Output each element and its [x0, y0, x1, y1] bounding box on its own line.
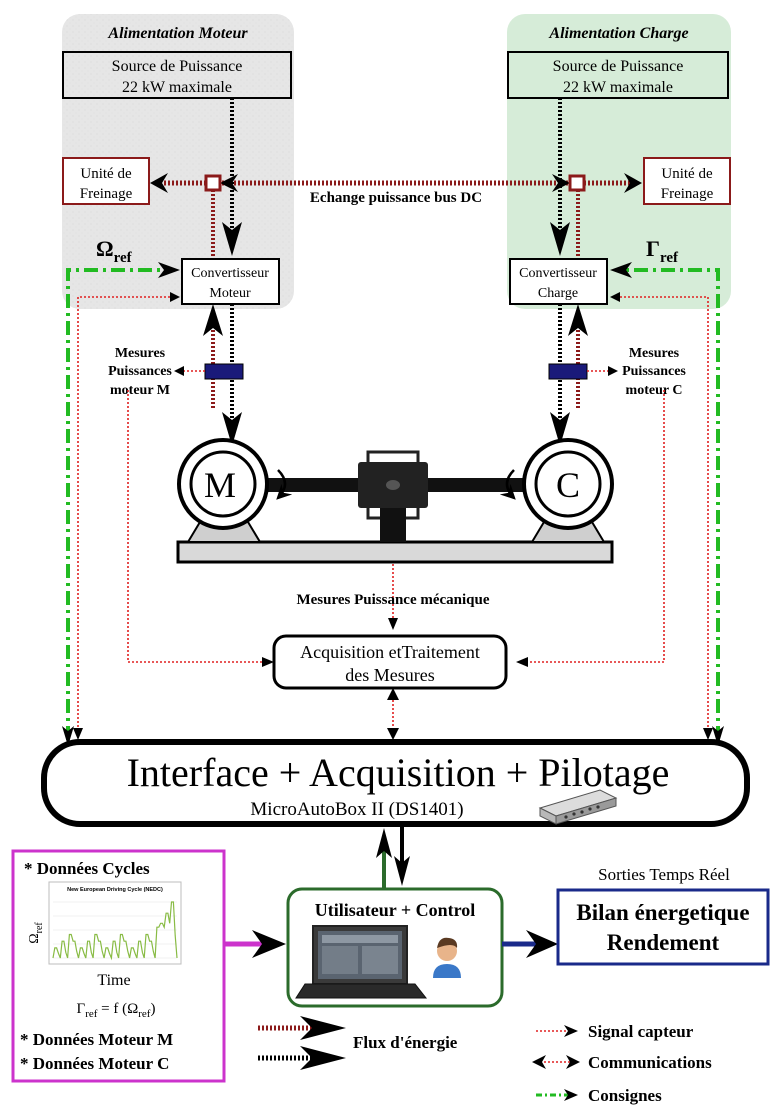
formula-arg-subscript: ref — [138, 1008, 151, 1020]
legend-energy-flow: Flux d'énergie — [258, 1016, 458, 1070]
motor-c-data: * Données Moteur C — [20, 1054, 169, 1073]
legend-sensor-signal: Signal capteur — [536, 1022, 694, 1041]
braking-unit-load-line1: Unité de — [661, 166, 713, 182]
power-sensor-load — [548, 363, 588, 380]
braking-unit-load: Unité de Freinage — [643, 157, 731, 205]
realtime-outputs-label: Sorties Temps Réel — [598, 865, 730, 884]
motor-supply-title: Alimentation Moteur — [107, 25, 248, 42]
machine-bench — [176, 450, 614, 564]
interface-box: Interface + Acquisition + Pilotage Micro… — [41, 739, 750, 827]
mini-chart-x-label: Time — [97, 972, 130, 989]
energy-flow-source-to-converter — [211, 98, 580, 258]
measure-motor-line3: moteur M — [110, 383, 170, 398]
motor-m-data: * Données Moteur M — [20, 1030, 173, 1049]
acquisition-line1: Acquisition etTraitement — [300, 642, 480, 662]
mechanical-measure-label: Mesures Puissance mécanique — [296, 592, 489, 608]
acquisition-processing-box: Acquisition etTraitement des Mesures — [272, 634, 508, 690]
legend-sensor-signal-label: Signal capteur — [588, 1022, 694, 1041]
energy-balance-box: Bilan énergetique Rendement — [556, 888, 770, 966]
omega-ref-symbol: Ω — [96, 236, 114, 261]
acquisition-line2: des Mesures — [345, 665, 434, 685]
measure-motor-line1: Mesures — [115, 346, 166, 361]
power-source-load-line1: Source de Puissance — [553, 58, 684, 75]
dc-bus-exchange: Echange puissance bus DC — [150, 173, 642, 206]
power-sensor-motor — [204, 363, 244, 380]
legend-setpoints: Consignes — [536, 1086, 662, 1105]
microautobox-icon — [538, 789, 618, 825]
user-control-title: Utilisateur + Control — [315, 900, 476, 920]
measure-load-label: Mesures Puissances moteur C — [622, 346, 686, 398]
braking-unit-motor-line1: Unité de — [80, 166, 132, 182]
energy-balance-line2: Rendement — [607, 930, 720, 955]
mini-chart-y-symbol: Ω — [27, 933, 42, 943]
omega-ref-label: Ωref — [96, 236, 133, 266]
measure-motor-line2: Puissances — [108, 364, 172, 379]
braking-unit-motor: Unité de Freinage — [62, 157, 150, 205]
omega-ref-subscript: ref — [114, 250, 133, 266]
measure-load-line3: moteur C — [626, 383, 683, 398]
cycles-heading: * Données Cycles — [24, 859, 150, 878]
torque-formula: Γref = f (Ωref) — [77, 1001, 156, 1020]
mini-chart-y-label: Ωref — [27, 922, 45, 944]
formula-lhs-symbol: Γ — [77, 1001, 86, 1017]
user-control-box: Utilisateur + Control — [286, 887, 504, 1008]
power-source-load-line2: 22 kW maximale — [563, 79, 673, 96]
formula-end: ) — [150, 1001, 155, 1017]
power-source-load: Source de Puissance 22 kW maximale — [507, 51, 729, 99]
converter-motor-line2: Moteur — [209, 286, 251, 301]
energy-flow-converter-to-machine — [203, 304, 588, 446]
load-machine-letter: C — [556, 465, 580, 505]
formula-arg-symbol: Ω — [127, 1001, 138, 1017]
converter-motor: Convertisseur Moteur — [181, 258, 280, 305]
legend-communications: Communications — [532, 1053, 712, 1072]
mini-chart-title: New European Driving Cycle (NEDC) — [67, 887, 163, 893]
motor-machine-letter: M — [204, 465, 236, 505]
interface-title: Interface + Acquisition + Pilotage — [127, 750, 670, 795]
converter-load-line2: Charge — [538, 286, 578, 301]
laptop-icon — [295, 925, 428, 999]
power-source-motor-line1: Source de Puissance — [112, 58, 243, 75]
measure-motor-label: Mesures Puissances moteur M — [108, 346, 172, 398]
converter-sensor-lines — [77, 296, 709, 735]
gamma-ref-label: Γref — [646, 236, 679, 266]
gamma-ref-symbol: Γ — [646, 236, 660, 261]
legend-energy-flow-label: Flux d'énergie — [353, 1033, 458, 1052]
dc-bus-label: Echange puissance bus DC — [310, 190, 482, 206]
converter-load: Convertisseur Charge — [509, 258, 608, 305]
user-avatar-icon — [433, 937, 461, 978]
cycles-data-panel: * Données Cycles New European Driving Cy… — [11, 849, 226, 1083]
legend-setpoints-label: Consignes — [588, 1086, 662, 1105]
motor-machine: M — [177, 438, 293, 530]
converter-motor-line1: Convertisseur — [191, 266, 269, 281]
load-machine: C — [499, 438, 614, 530]
interface-subtitle: MicroAutoBox II (DS1401) — [250, 799, 463, 820]
braking-unit-load-line2: Freinage — [661, 186, 714, 202]
power-source-motor-line2: 22 kW maximale — [122, 79, 232, 96]
gamma-ref-subscript: ref — [660, 250, 679, 266]
setpoint-lines — [66, 268, 720, 740]
interface-user-link — [376, 826, 410, 888]
legend-communications-label: Communications — [588, 1053, 712, 1072]
power-source-motor: Source de Puissance 22 kW maximale — [62, 51, 292, 99]
load-supply-title: Alimentation Charge — [548, 25, 688, 42]
energy-balance-line1: Bilan énergetique — [576, 900, 749, 925]
braking-unit-motor-line2: Freinage — [80, 186, 133, 202]
measure-load-line2: Puissances — [622, 364, 686, 379]
formula-lhs-subscript: ref — [85, 1008, 98, 1020]
formula-middle: = f ( — [97, 1001, 127, 1017]
mini-chart-series — [52, 901, 178, 961]
converter-load-line1: Convertisseur — [519, 266, 597, 281]
measure-load-line1: Mesures — [629, 346, 680, 361]
mini-chart-y-subscript: ref — [34, 922, 45, 934]
